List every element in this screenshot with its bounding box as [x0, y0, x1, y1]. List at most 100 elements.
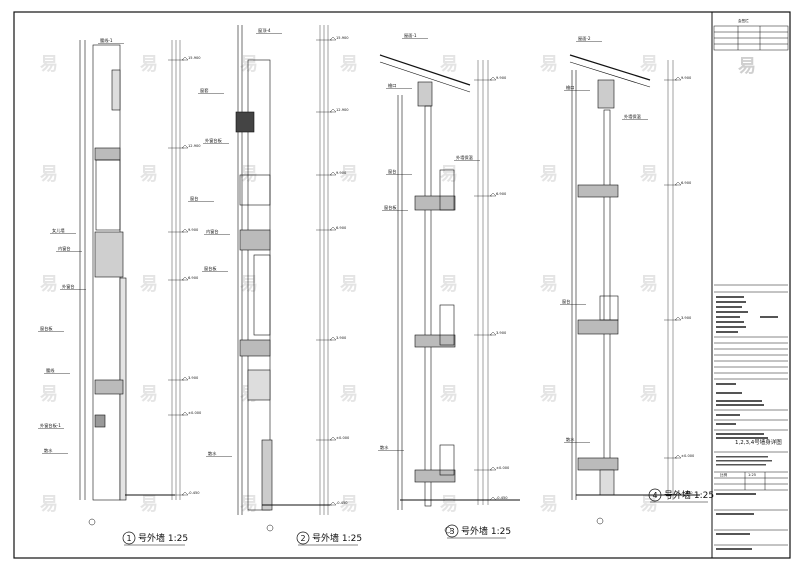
watermark-glyph: 易 [640, 384, 658, 405]
elevation-label: -0.450 [188, 491, 200, 495]
watermark-glyph: 易 [240, 54, 258, 75]
callout-label: 檐口 [388, 82, 396, 89]
elevation-label: ±0.000 [496, 466, 510, 470]
elevation-label: 6.900 [681, 181, 692, 185]
watermark-glyph: 易 [440, 274, 458, 295]
elevation-label: 3.900 [681, 316, 692, 320]
callout-label: 屋面-1 [404, 33, 417, 39]
callout-label: 腰线 [46, 367, 55, 374]
elevation-label: -0.450 [681, 491, 693, 495]
watermark-glyph: 易 [540, 384, 558, 405]
section-1-title: 号外墙 1:25 [138, 532, 188, 544]
callout-labels: 腰线-1女儿墙内窗台外窗台窗台板腰线外窗台板-1散水窗顶-4窗套外窗台板窗台内窗… [38, 27, 648, 457]
watermark-glyph: 易 [140, 274, 158, 295]
title-block-top-label: 会签栏 [738, 18, 749, 23]
callout-label: 外墙保温 [624, 113, 642, 120]
elevation-label: 9.900 [496, 76, 507, 80]
watermark-glyph: 易 [240, 274, 258, 295]
elevation-label: 3.900 [336, 336, 347, 340]
callout-label: 外窗台 [62, 283, 75, 290]
watermark-glyph: 易 [340, 384, 358, 405]
watermark-glyph: 易 [340, 274, 358, 295]
title-block: 会签栏 [713, 18, 789, 550]
elevation-label: 6.900 [188, 276, 199, 280]
watermark-glyph: 易 [340, 54, 358, 75]
callout-label: 散水 [566, 436, 575, 443]
callout-label: 内窗台 [58, 245, 71, 252]
callout-label: 屋面-2 [578, 36, 591, 42]
watermark-glyph: 易 [140, 164, 158, 185]
watermark-glyph: 易 [40, 494, 58, 515]
watermark-glyph: 易 [140, 494, 158, 515]
callout-label: 窗台 [562, 298, 570, 305]
drawing-subtitle: 1,2,3,4号墙身详图 [735, 438, 782, 446]
watermark-glyph: 易 [540, 494, 558, 515]
section-titles: 1 号外墙 1:25 2 号外墙 1:25 3 号外墙 1:25 4 号外墙 1… [122, 488, 714, 546]
section-3-number: 3 [450, 527, 455, 536]
wall-section-4 [569, 54, 700, 525]
callout-label: 散水 [380, 444, 389, 451]
callout-label: 檐口 [566, 84, 574, 91]
watermark-glyph: 易 [240, 494, 258, 515]
callout-label: 内窗台 [206, 228, 219, 235]
elevation-label: 3.900 [188, 376, 199, 380]
watermark-glyph: 易 [540, 164, 558, 185]
section-4-number: 4 [653, 491, 658, 500]
callout-label: 窗台板 [204, 265, 217, 272]
callout-label: 窗台 [388, 168, 396, 175]
elevation-label: 9.900 [681, 76, 692, 80]
watermark-glyph: 易 [40, 384, 58, 405]
watermark-glyph: 易 [140, 384, 158, 405]
wall-section-3 [379, 54, 520, 534]
elevation-marks: 15.900 12.900 9.900 6.900 3.900 ±0.000 -0.450 1… [181, 36, 695, 506]
elevation-label: 9.900 [188, 228, 199, 232]
watermark-glyph: 易 [440, 164, 458, 185]
elevation-label: 6.900 [496, 192, 507, 196]
elevation-label: 12.900 [188, 144, 201, 148]
callout-label: 散水 [208, 450, 217, 457]
elevation-label: -0.450 [496, 496, 508, 500]
section-1-number: 1 [127, 534, 132, 543]
watermark-glyph: 易 [640, 274, 658, 295]
watermark-glyph: 易 [40, 274, 58, 295]
watermark-glyph: 易 [40, 54, 58, 75]
callout-label: 女儿墙 [52, 227, 65, 234]
watermark-glyph: 易 [240, 164, 258, 185]
watermark-glyph: 易 [640, 54, 658, 75]
watermark-glyph: 易 [540, 274, 558, 295]
section-4-title: 号外墙 1:25 [664, 489, 714, 501]
elevation-label: 15.900 [336, 36, 349, 40]
watermark-glyph: 易 [440, 384, 458, 405]
callout-label: 窗台 [190, 195, 198, 202]
elevation-label: 12.900 [336, 108, 349, 112]
elevation-label: ±0.000 [336, 436, 350, 440]
watermark-glyph: 易 [440, 54, 458, 75]
elevation-label: ±0.000 [188, 411, 202, 415]
callout-label: 窗台板 [384, 204, 397, 211]
elevation-label: ±0.000 [681, 454, 695, 458]
callout-label: 窗台板 [40, 325, 53, 332]
scale-label: 比例 [720, 472, 728, 477]
callout-label: 外墙保温 [456, 154, 474, 161]
elevation-label: -0.450 [336, 501, 348, 505]
watermark-glyph: 易 [40, 164, 58, 185]
watermark-glyph: 易 [140, 54, 158, 75]
section-2-title: 号外墙 1:25 [312, 532, 362, 544]
callout-label: 外窗台板 [205, 137, 223, 144]
scale-value: 1:25 [748, 473, 756, 477]
watermark-glyph: 易 [640, 164, 658, 185]
elevation-label: 6.900 [336, 226, 347, 230]
section-2-number: 2 [301, 534, 306, 543]
watermark-glyph: 易 [640, 494, 658, 515]
elevation-label: 3.900 [496, 331, 507, 335]
section-3-title: 号外墙 1:25 [461, 525, 511, 537]
callout-label: 窗套 [200, 87, 209, 94]
elevation-label: 15.900 [188, 56, 201, 60]
watermark-glyph: 易 [440, 494, 458, 515]
callout-label: 腰线-1 [100, 37, 113, 44]
watermark-glyph: 易 [340, 494, 358, 515]
watermark-glyph: 易 [340, 164, 358, 185]
watermark-glyph: 易 [540, 54, 558, 75]
